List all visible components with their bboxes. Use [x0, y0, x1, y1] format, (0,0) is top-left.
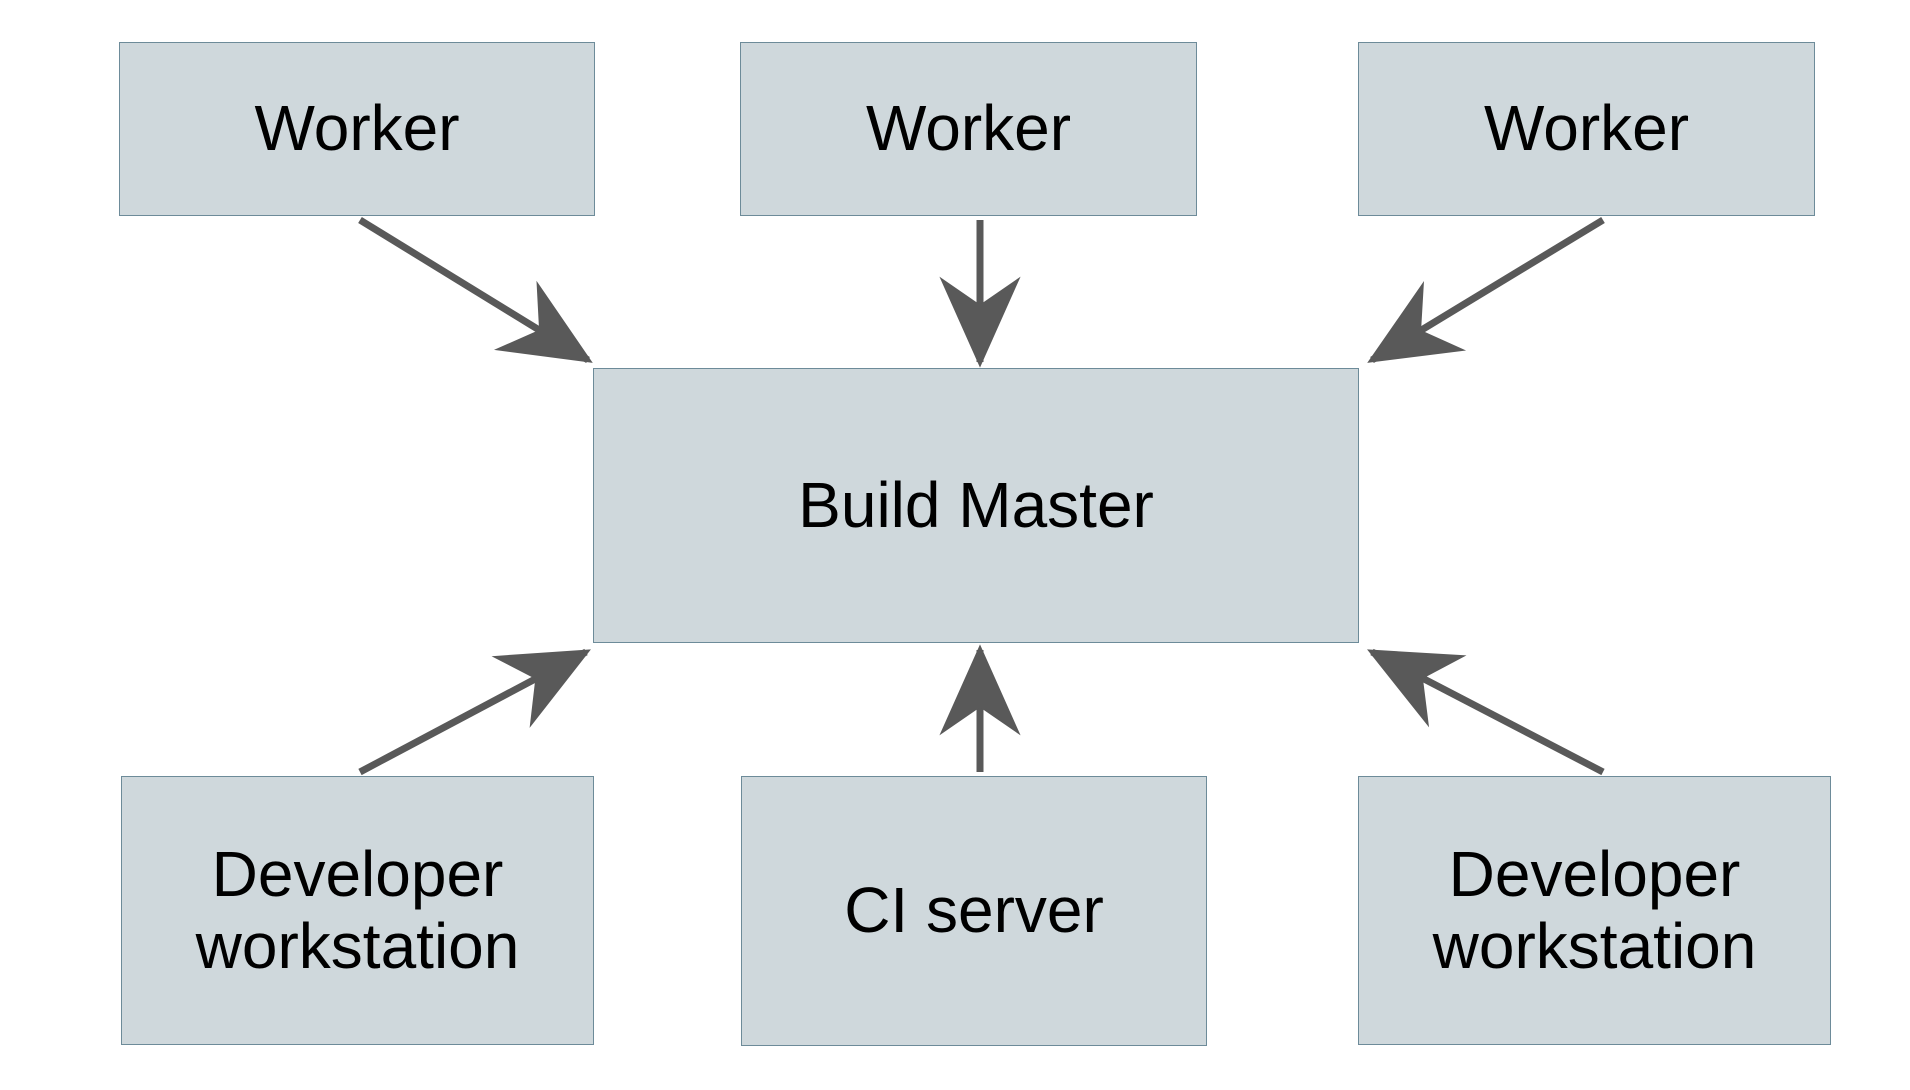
- node-developer-workstation-left-label: Developer workstation: [195, 837, 520, 982]
- node-developer-workstation-left[interactable]: Developer workstation: [121, 776, 594, 1045]
- edge-worker1-to-build-master: [358, 217, 593, 363]
- node-worker-3-label: Worker: [1483, 92, 1690, 165]
- node-developer-workstation-right-label: Developer workstation: [1432, 837, 1757, 982]
- edge-worker3-to-build-master: [1367, 217, 1605, 363]
- node-worker-2-label: Worker: [865, 92, 1072, 165]
- node-build-master-label: Build Master: [798, 468, 1154, 541]
- edge-dev-left-to-build-master: [358, 648, 591, 776]
- node-worker-1-label: Worker: [254, 92, 460, 165]
- node-ci-server[interactable]: CI server: [741, 776, 1207, 1046]
- node-build-master[interactable]: Build Master: [593, 368, 1359, 643]
- node-worker-2[interactable]: Worker: [740, 42, 1197, 216]
- node-developer-workstation-right[interactable]: Developer workstation: [1358, 776, 1831, 1045]
- node-worker-3[interactable]: Worker: [1358, 42, 1815, 216]
- node-worker-1[interactable]: Worker: [119, 42, 595, 216]
- node-ci-server-label: CI server: [844, 874, 1104, 947]
- edge-dev-right-to-build-master: [1367, 648, 1605, 776]
